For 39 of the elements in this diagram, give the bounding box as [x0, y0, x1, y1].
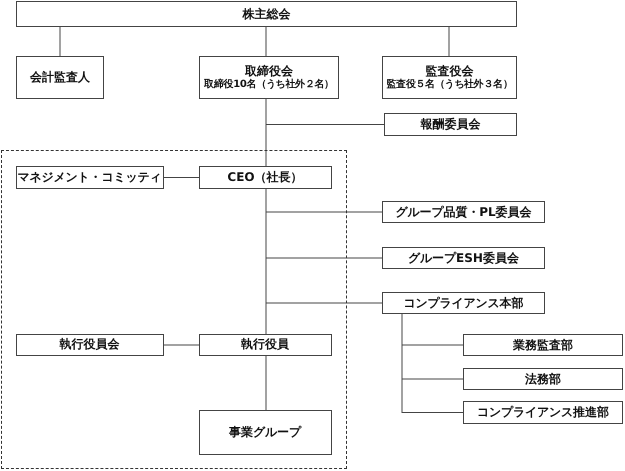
unit-name: 株主総会 [242, 6, 290, 22]
unit-name: 監査役会 [426, 64, 474, 78]
connector-line [402, 314, 464, 413]
unit-name: マネジメント・コミッティ [18, 170, 162, 184]
org-box [384, 113, 517, 136]
unit-name: 執行役員 [241, 337, 289, 352]
org-box [382, 56, 517, 99]
unit-name: 法務部 [525, 372, 561, 386]
connector-line [164, 344, 200, 346]
org-box [16, 334, 164, 356]
unit-name: グループESH委員会 [408, 250, 519, 266]
org-box [382, 201, 545, 223]
member-note: 取締役10名（うち社外２名） [204, 78, 334, 92]
connector-line [164, 177, 200, 178]
org-box [198, 334, 332, 356]
org-box [198, 410, 332, 454]
unit-name: グループ品質・PL委員会 [395, 204, 532, 220]
org-box [16, 166, 164, 188]
unit-name: 業務監査部 [513, 338, 573, 352]
unit-name: 事業グループ [229, 424, 301, 440]
org-box [16, 1, 517, 27]
org-box [463, 368, 623, 390]
unit-name: コンプライアンス本部 [404, 296, 524, 310]
org-box [382, 247, 545, 269]
unit-name: 報酬委員会 [420, 117, 480, 132]
member-note: 監査役５名（うち社外３名） [386, 78, 513, 92]
org-box [382, 292, 545, 314]
group-frame [1, 150, 347, 469]
connector-line [448, 26, 450, 56]
org-box [463, 401, 623, 424]
unit-name: コンプライアンス推進部 [477, 405, 609, 420]
unit-name: 執行役員会 [60, 337, 120, 352]
org-box [199, 56, 339, 99]
org-box [198, 166, 332, 188]
unit-name: 取締役会 [245, 64, 293, 78]
org-box [463, 334, 623, 356]
unit-name: CEO（社長） [227, 170, 303, 184]
unit-name: 会計監査人 [30, 70, 90, 85]
org-box [16, 56, 104, 99]
